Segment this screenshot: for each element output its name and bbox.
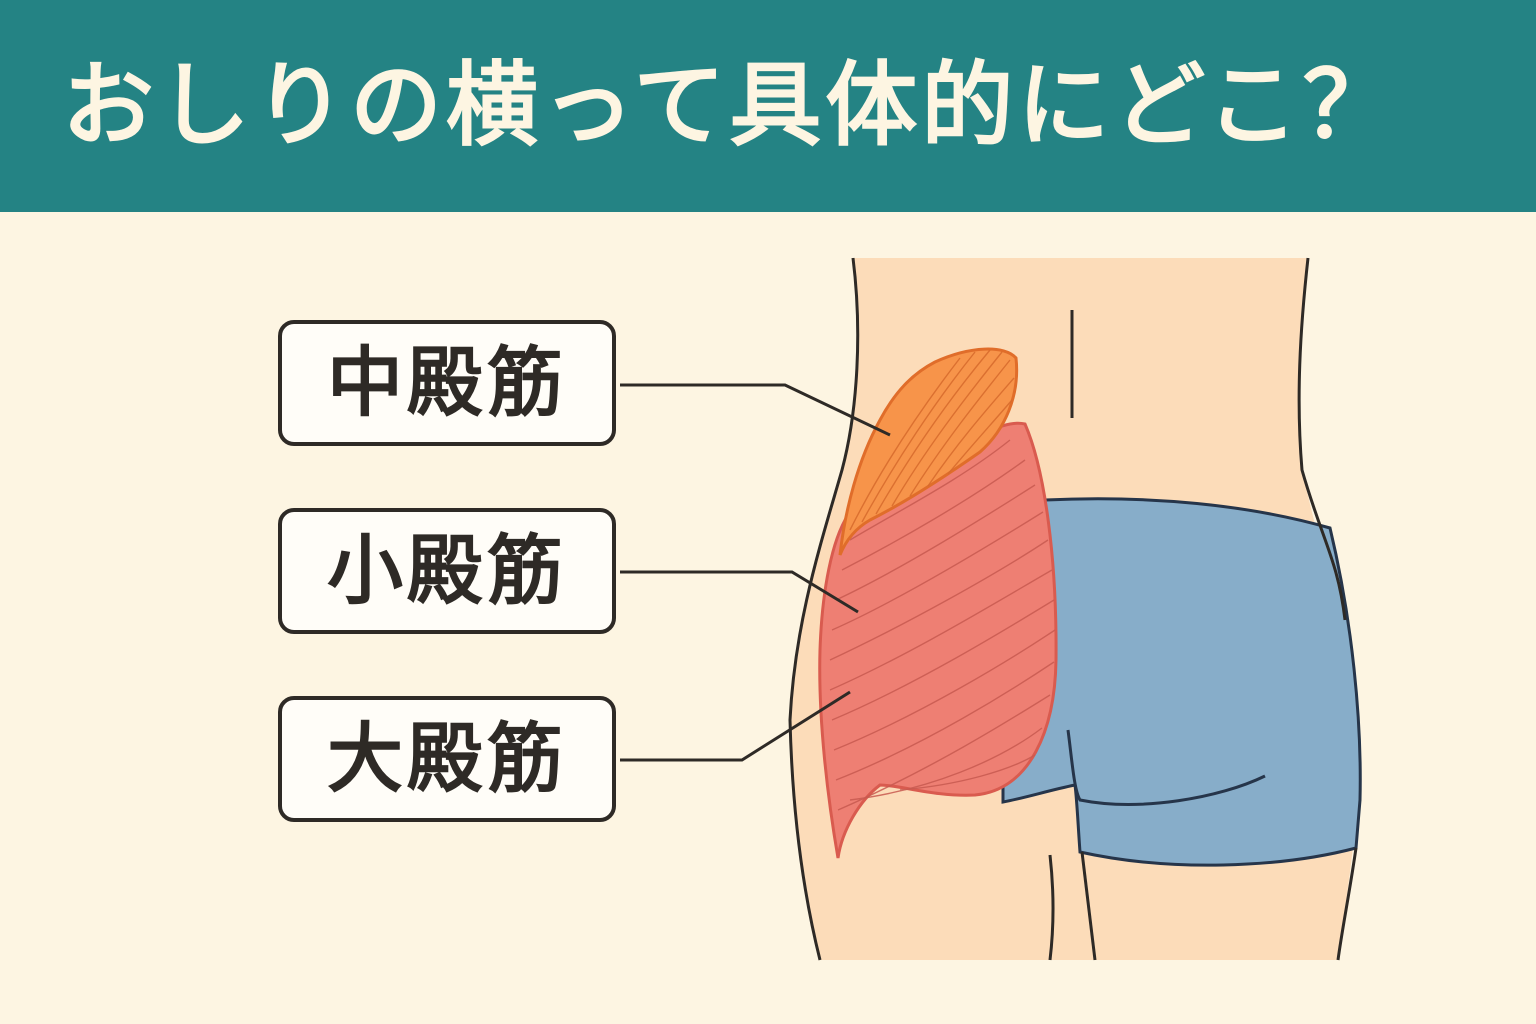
label-gluteus-minimus-text: 小殿筋 [327, 526, 567, 615]
leader-line-gluteus-maximus [620, 690, 851, 762]
body-outline [788, 257, 1358, 961]
shorts [1001, 497, 1362, 867]
header-banner: おしりの横って具体的にどこ？ [0, 0, 1536, 212]
leader-line-gluteus-minimus [620, 570, 859, 614]
page-title: おしりの横って具体的にどこ？ [62, 52, 1399, 159]
gluteus-medius-fibers [849, 349, 1015, 531]
leader-line-gluteus-medius [620, 383, 891, 437]
label-gluteus-maximus: 大殿筋 [278, 696, 616, 822]
label-gluteus-medius: 中殿筋 [278, 320, 616, 446]
gluteus-medius [838, 347, 1019, 556]
leader-lines [620, 383, 891, 762]
gluteus-maximus-fibers [829, 439, 1056, 811]
label-gluteus-medius-text: 中殿筋 [327, 338, 567, 427]
label-gluteus-maximus-text: 大殿筋 [327, 714, 567, 803]
shorts-seam [1066, 729, 1266, 806]
label-gluteus-minimus: 小殿筋 [278, 508, 616, 634]
